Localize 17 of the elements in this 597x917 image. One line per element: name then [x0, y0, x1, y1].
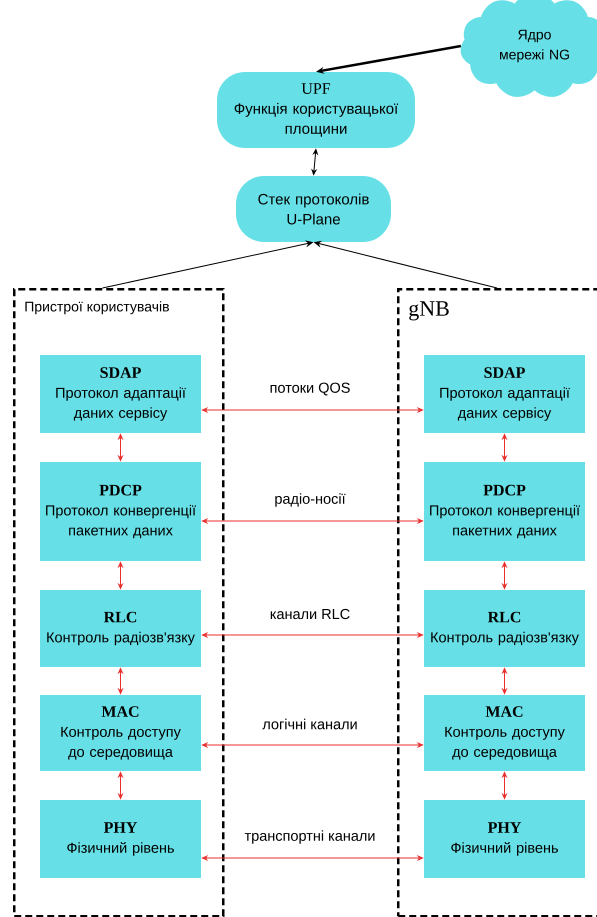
layer-box: PDCP Протокол конвергенції пакетних даних [424, 462, 585, 561]
layer-box: SDAP Протокол адаптації даних сервісу [40, 355, 201, 433]
edge-label: транспортні канали [244, 829, 376, 845]
edge-label: потоки QOS [268, 382, 352, 396]
layer-box: PHY Фізичний рівень [40, 800, 201, 878]
layer-box: MAC Контроль доступу до середовища [40, 695, 201, 771]
layer-box: RLC Контроль радіозв'язку [424, 590, 585, 667]
rounded-box: Стек протоколів U-Plane [236, 176, 391, 242]
layer-box: RLC Контроль радіозв'язку [40, 590, 201, 667]
edge-label: логічні канали [261, 718, 359, 730]
layer-box: PDCP Протокол конвергенції пакетних даних [40, 462, 201, 561]
layer-box: MAC Контроль доступу до середовища [424, 695, 585, 771]
layer-box: PHY Фізичний рівень [424, 800, 585, 878]
layer-box: SDAP Протокол адаптації даних сервісу [424, 355, 585, 433]
edge-label: радіо-носії [273, 492, 347, 508]
edge-label: канали RLC [268, 608, 352, 620]
rounded-box: UPF Функція користувацької площини [217, 72, 415, 148]
